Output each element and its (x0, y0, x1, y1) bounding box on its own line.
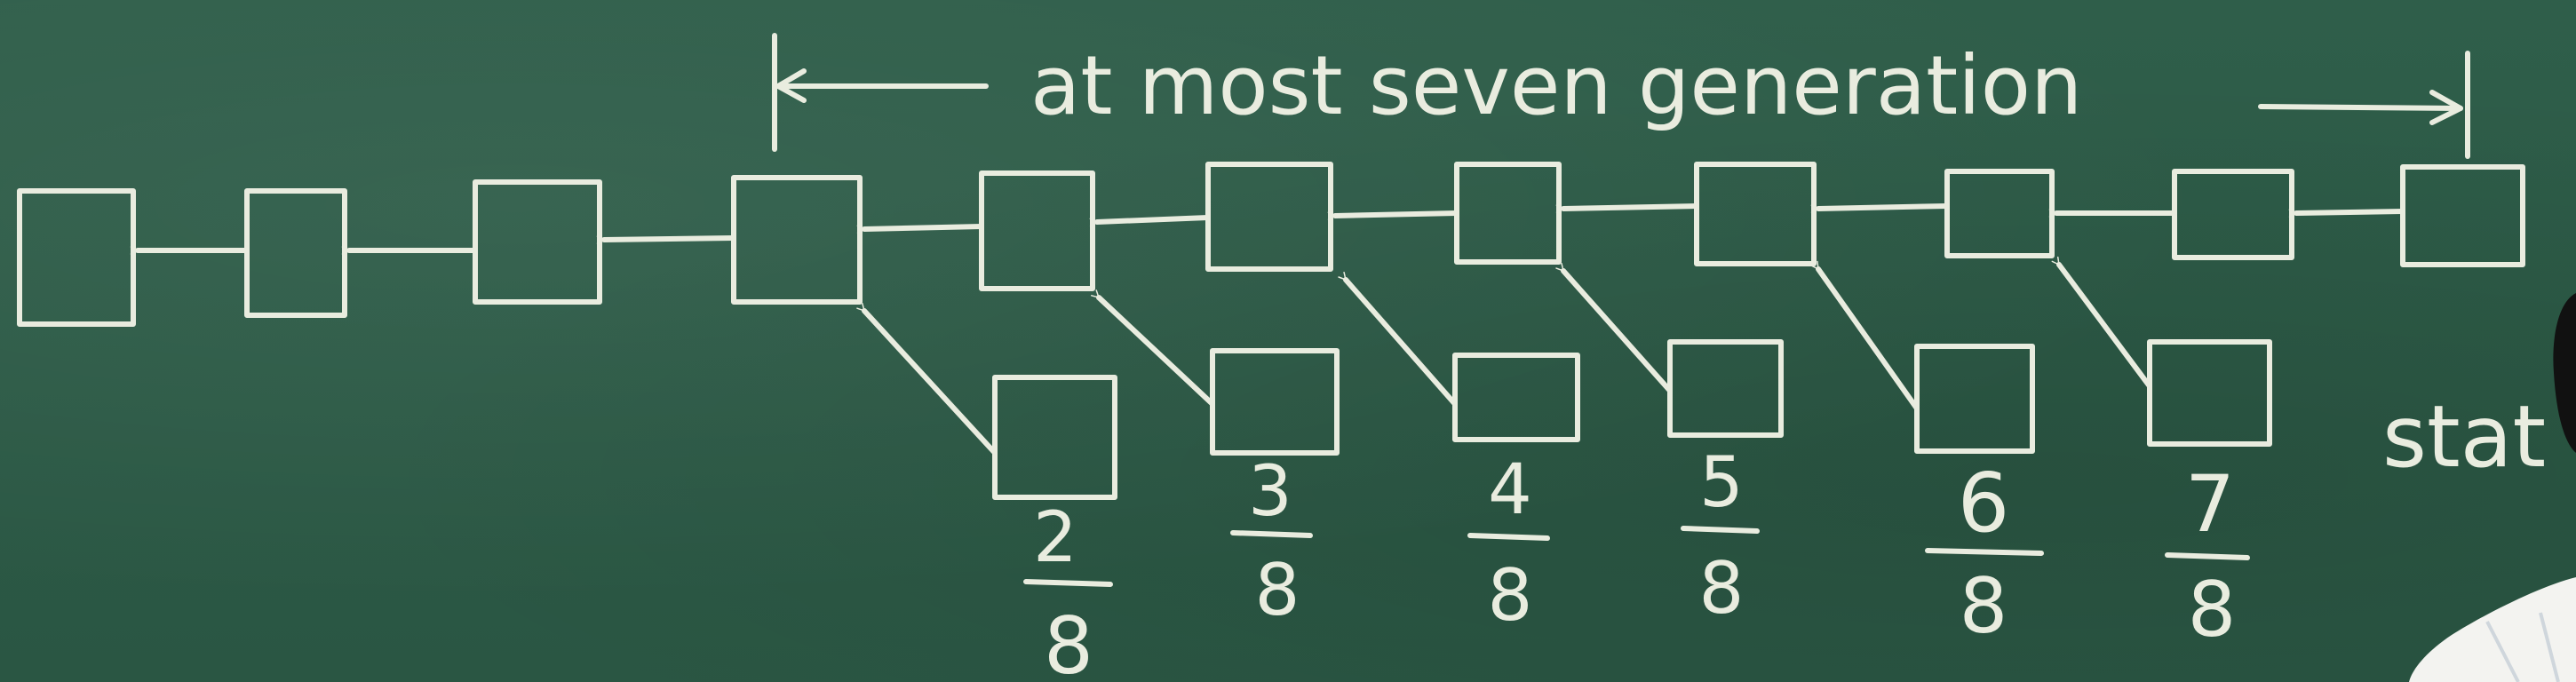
fraction-denominator: 8 (1044, 600, 1093, 682)
uncle-block (1914, 344, 2035, 454)
uncle-arrow (2059, 265, 2152, 389)
chain-block (1454, 162, 1562, 265)
fraction-numerator: 2 (1033, 498, 1077, 578)
fraction-6-8: 6 8 (1925, 456, 2044, 651)
chain-arrow (2296, 209, 2405, 213)
fraction-bar (2165, 552, 2250, 560)
fraction-numerator: 7 (2185, 458, 2235, 550)
generation-span: at most seven generation (772, 33, 2470, 159)
span-left-arrowhead (775, 68, 807, 103)
span-right-arrowhead (2429, 90, 2463, 125)
main-chain (17, 162, 2525, 327)
fraction-numerator: 3 (1248, 452, 1292, 532)
uncle-links (864, 265, 2152, 456)
chain-block (1944, 169, 2055, 258)
fraction-3-8: 3 8 (1230, 452, 1313, 631)
fraction-numerator: 6 (1958, 456, 2010, 551)
chain-arrow (1097, 215, 1211, 222)
fraction-denominator: 8 (2188, 566, 2237, 654)
fraction-bar (1230, 530, 1313, 538)
uncle-arrow (1563, 271, 1673, 393)
chain-block (1694, 162, 1817, 266)
presenter-silhouette (2409, 293, 2576, 682)
uncle-block (992, 375, 1117, 500)
fraction-5-8: 5 8 (1681, 443, 1760, 630)
presenter-shirt-folds (2485, 612, 2560, 682)
chain-arrow (864, 224, 984, 229)
span-label: at most seven generation (1030, 38, 2082, 133)
uncle-arrow (1099, 297, 1215, 407)
side-text: stat (2382, 387, 2546, 487)
chain-block (473, 179, 602, 305)
uncle-block (2147, 339, 2272, 447)
chain-block (1205, 162, 1333, 272)
fraction-numerator: 5 (1699, 443, 1744, 523)
uncle-block (1210, 348, 1340, 456)
fraction-bar (1925, 548, 2044, 556)
uncle-block (1452, 353, 1580, 442)
chain-arrow (604, 235, 736, 240)
fraction-denominator: 8 (1699, 547, 1745, 630)
uncle-block (1667, 339, 1784, 438)
chain-links (138, 203, 2405, 250)
chain-arrow (1335, 210, 1459, 216)
fraction-bar (1023, 579, 1113, 587)
fraction-denominator: 8 (1960, 562, 2008, 651)
uncle-blocks (992, 339, 2272, 500)
chain-block (2172, 169, 2294, 260)
fraction-bar (1681, 526, 1760, 534)
fraction-7-8: 7 8 (2165, 458, 2250, 654)
fraction-2-8: 2 8 (1023, 498, 1113, 682)
uncle-arrow (864, 311, 998, 456)
fraction-bar (1467, 533, 1550, 541)
reward-fractions: 2 8 3 8 4 8 5 8 6 8 7 8 (1023, 443, 2250, 682)
uncle-arrow (1346, 280, 1458, 407)
chain-block (244, 188, 347, 318)
fraction-denominator: 8 (1488, 554, 1533, 637)
chain-block (731, 175, 863, 305)
chain-block (979, 170, 1095, 291)
uncle-arrow (1818, 269, 1920, 411)
span-right-line (2258, 104, 2463, 111)
chain-block (2400, 164, 2525, 267)
chain-block (17, 188, 136, 327)
chain-arrow (1563, 203, 1699, 209)
chain-arrow (1818, 203, 1950, 209)
fraction-numerator: 4 (1488, 450, 1532, 530)
fraction-denominator: 8 (1255, 549, 1300, 631)
fraction-4-8: 4 8 (1467, 450, 1550, 637)
presenter-hair (2553, 293, 2576, 453)
